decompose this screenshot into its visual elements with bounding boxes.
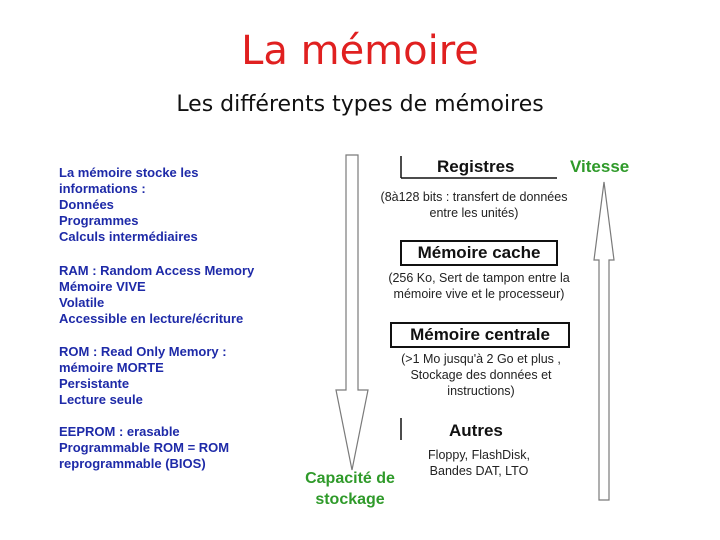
- ram-line: Mémoire VIVE: [59, 279, 146, 294]
- tier-desc-cache: (256 Ko, Sert de tampon entre la mémoire…: [370, 270, 588, 302]
- eeprom-line: EEPROM : erasable: [59, 424, 180, 439]
- tier-label-centrale: Mémoire centrale: [390, 322, 570, 348]
- intro-line: La mémoire stocke les: [59, 165, 199, 180]
- desc-line: instructions): [447, 384, 515, 398]
- intro-line: Calculs intermédiaires: [59, 229, 198, 244]
- page-subtitle: Les différents types de mémoires: [176, 92, 544, 117]
- capacity-label-line: stockage: [315, 491, 385, 508]
- speed-label: Vitesse: [570, 157, 630, 176]
- intro-line: Programmes: [59, 213, 139, 228]
- ram-line: Volatile: [59, 295, 105, 310]
- desc-line: Stockage des données et: [410, 368, 552, 382]
- capacity-label: Capacité de stockage: [288, 468, 412, 510]
- desc-line: (>1 Mo jusqu'à 2 Go et plus ,: [401, 352, 561, 366]
- tier-desc-registres: (8à128 bits : transfert de données entre…: [364, 189, 584, 221]
- intro-line: informations :: [59, 181, 146, 196]
- intro-block: La mémoire stocke les informations : Don…: [59, 165, 198, 245]
- ram-line: RAM : Random Access Memory: [59, 263, 255, 278]
- desc-line: (8à128 bits : transfert de données: [380, 190, 568, 204]
- tier-label-autres: Autres: [449, 421, 503, 440]
- ram-block: RAM : Random Access Memory Mémoire VIVE …: [59, 263, 254, 327]
- desc-line: Bandes DAT, LTO: [429, 464, 529, 478]
- rom-line: Persistante: [59, 376, 130, 391]
- tier-label-cache: Mémoire cache: [400, 240, 558, 266]
- intro-line: Données: [59, 197, 114, 212]
- tier-desc-centrale: (>1 Mo jusqu'à 2 Go et plus , Stockage d…: [378, 351, 584, 399]
- tier-desc-autres: Floppy, FlashDisk, Bandes DAT, LTO: [412, 447, 546, 479]
- rom-line: ROM : Read Only Memory :: [59, 344, 227, 359]
- tier-label-registres: Registres: [437, 157, 515, 176]
- desc-line: entre les unités): [429, 206, 519, 220]
- eeprom-line: Programmable ROM = ROM: [59, 440, 230, 455]
- capacity-label-line: Capacité de: [305, 470, 395, 487]
- page-title: La mémoire: [241, 28, 479, 74]
- eeprom-line: reprogrammable (BIOS): [59, 456, 206, 471]
- ram-line: Accessible en lecture/écriture: [59, 311, 244, 326]
- rom-line: Lecture seule: [59, 392, 143, 407]
- desc-line: mémoire vive et le processeur): [393, 287, 565, 301]
- speed-arrow: [593, 181, 615, 501]
- eeprom-block: EEPROM : erasable Programmable ROM = ROM…: [59, 424, 229, 472]
- tier-connectors: [400, 156, 557, 440]
- rom-line: mémoire MORTE: [59, 360, 164, 375]
- capacity-arrow: [335, 154, 369, 471]
- desc-line: Floppy, FlashDisk,: [428, 448, 530, 462]
- rom-block: ROM : Read Only Memory : mémoire MORTE P…: [59, 344, 227, 408]
- desc-line: (256 Ko, Sert de tampon entre la: [388, 271, 570, 285]
